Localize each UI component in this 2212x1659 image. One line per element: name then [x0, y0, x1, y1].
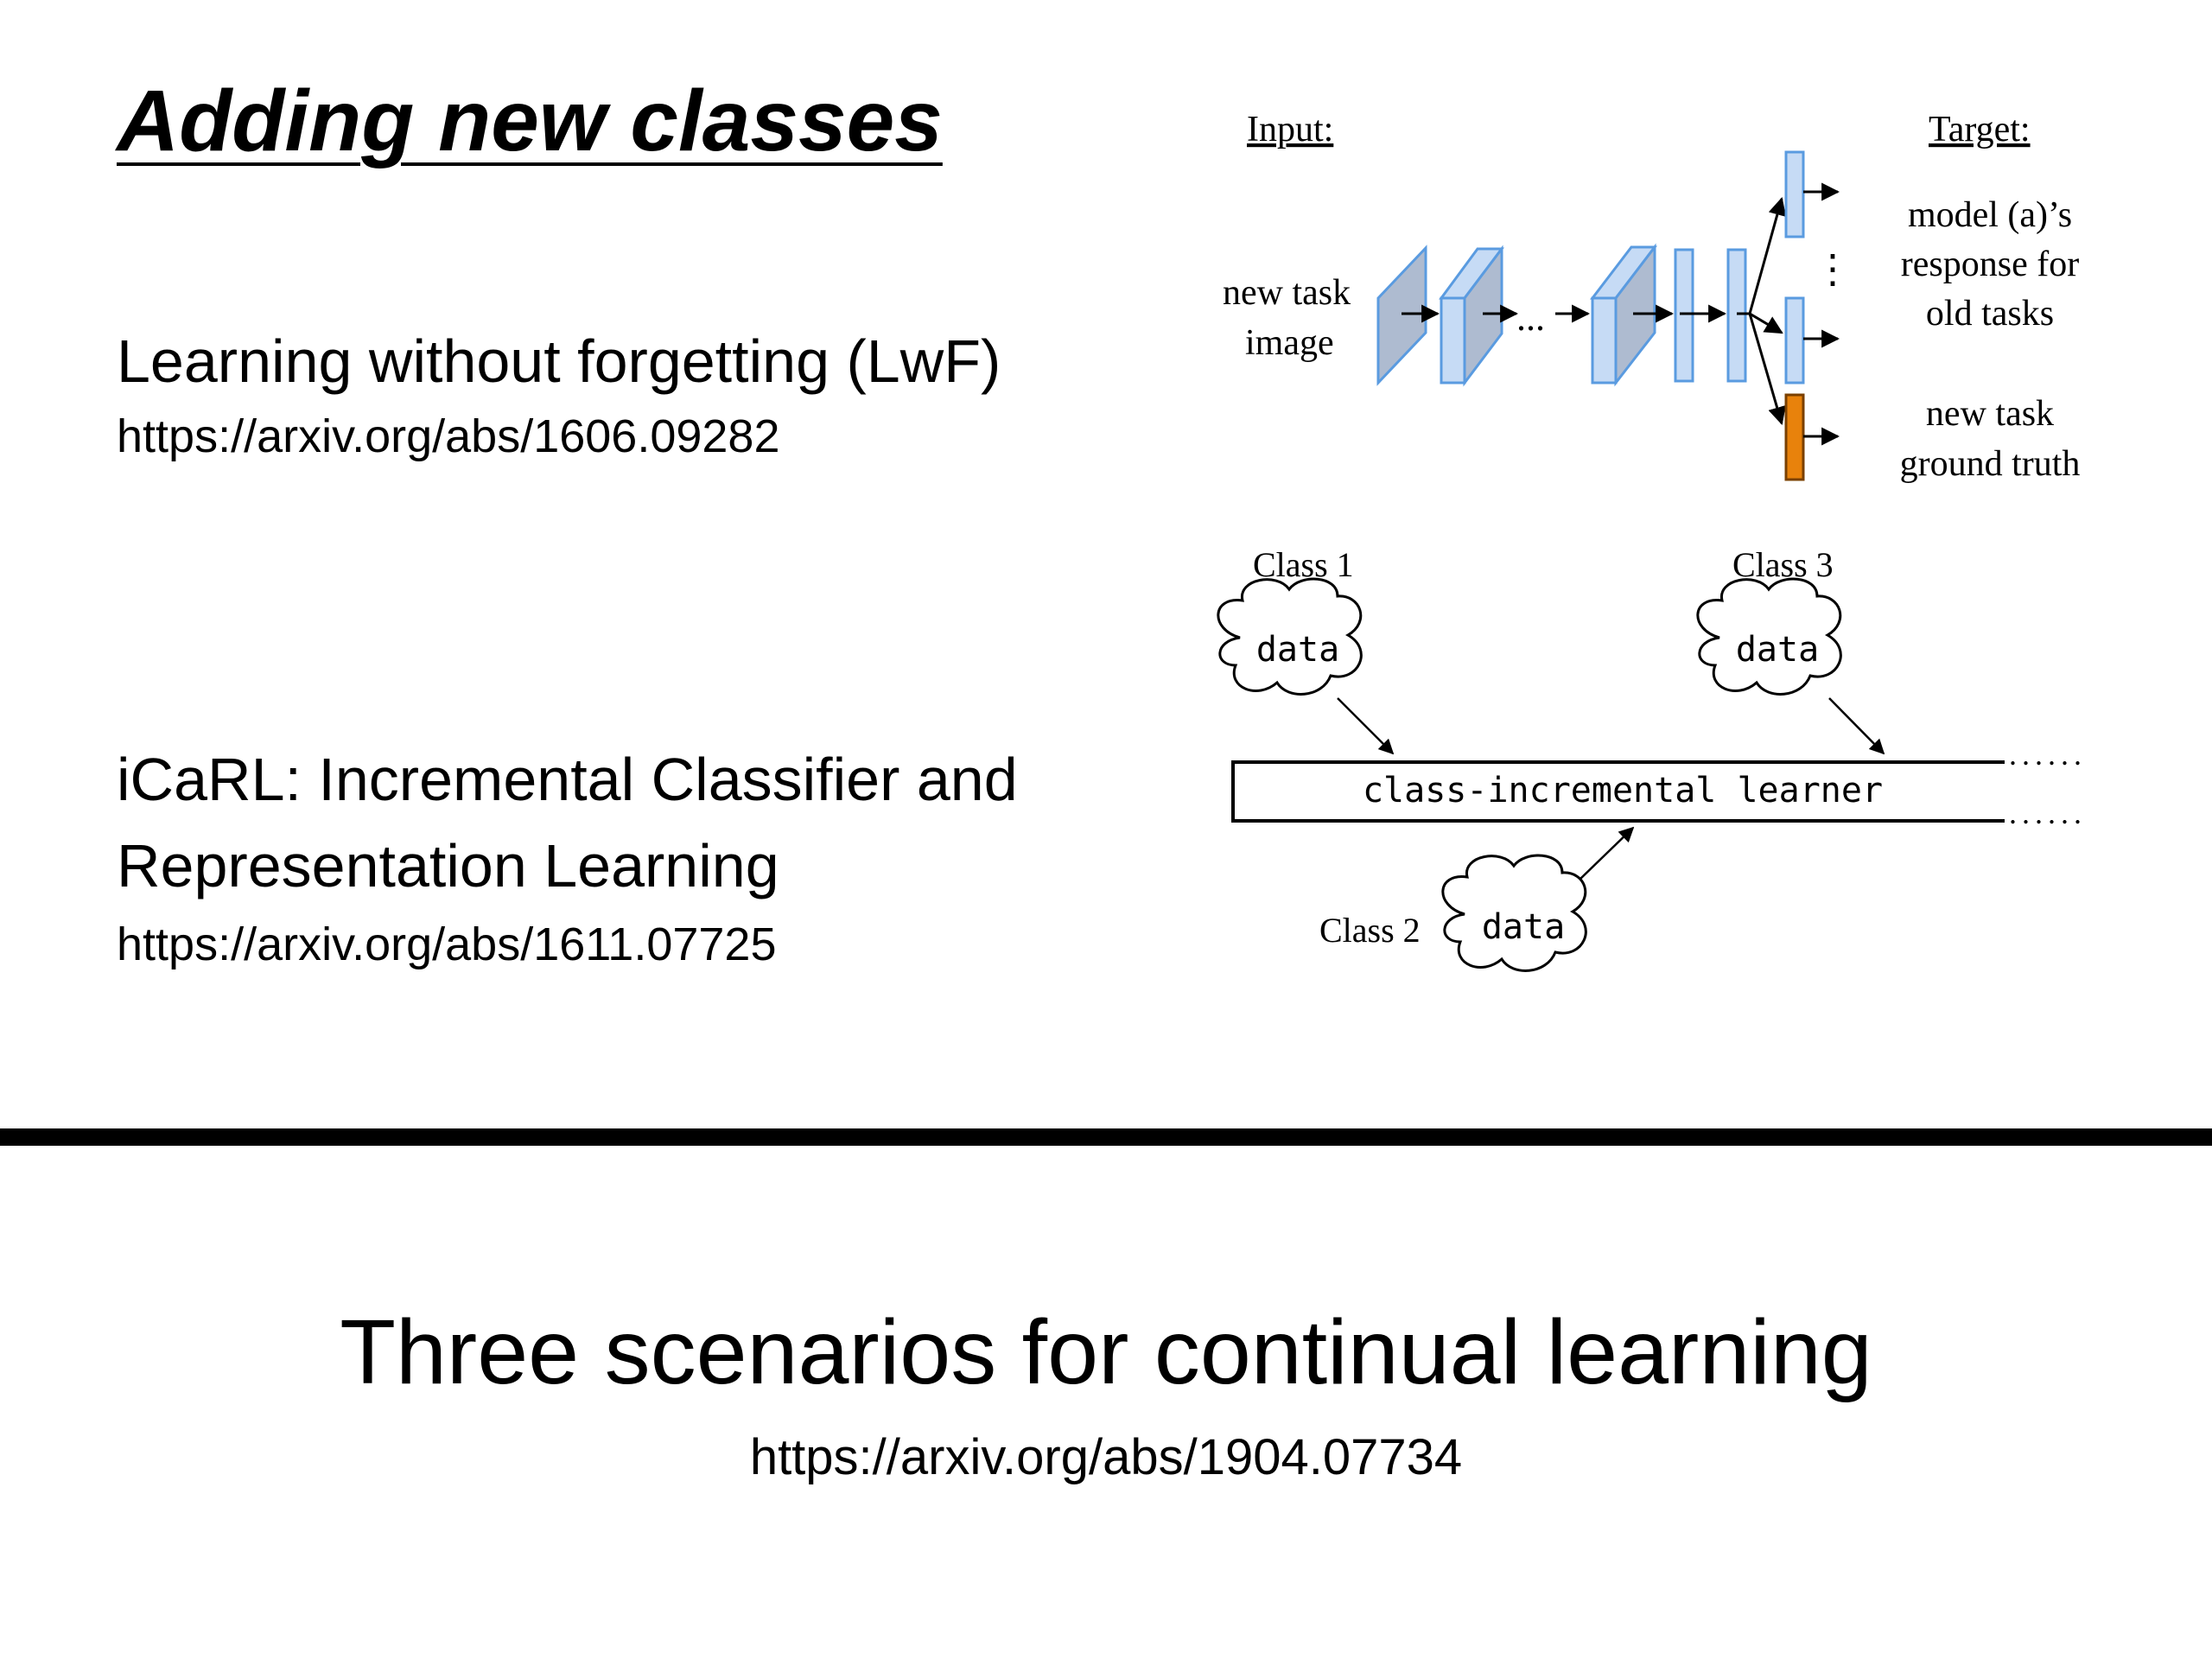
new-task-output: [1784, 393, 1805, 481]
arrow-to-old-head-1: [1748, 196, 1787, 315]
fc-layer-1: [1674, 248, 1694, 383]
icarl-title: iCaRL: Incremental Classifier and Repres…: [117, 736, 1018, 909]
learner-label: class-incremental learner: [1363, 771, 1883, 810]
class2-label: Class 2: [1319, 911, 1421, 950]
old-target-line2: response for: [1901, 245, 2079, 284]
new-target-line1: new task: [1926, 394, 2054, 434]
arrow-to-old-head-2: [1749, 312, 1783, 334]
dots-top: ......: [2009, 737, 2087, 772]
old-target-line1: model (a)’s: [1908, 195, 2072, 235]
lwf-diagram: Input: Target: new task image ... ⋮ mode…: [1223, 110, 2081, 484]
icarl-title-line2: Representation Learning: [117, 832, 779, 899]
cloud-text-class1: data: [1256, 630, 1339, 670]
icarl-title-line1: iCaRL: Incremental Classifier and: [117, 746, 1018, 813]
target-label: Target:: [1929, 110, 2031, 149]
icarl-url[interactable]: https://arxiv.org/abs/1611.07725: [117, 918, 777, 970]
arrow-class1-learner: [1337, 697, 1395, 755]
input-text-line1: new task: [1223, 273, 1351, 313]
fc-layer-2: [1726, 248, 1747, 383]
conv-block-1: [1376, 245, 1427, 386]
cloud-text-class3: data: [1736, 630, 1819, 670]
icarl-diagram: Class 1 Class 3 data data class-incremen…: [1217, 545, 2087, 972]
old-task-output-2: [1784, 296, 1805, 385]
data-cloud-class1: data: [1217, 577, 1363, 696]
arrow-class2-learner: [1579, 826, 1635, 880]
new-target-line2: ground truth: [1900, 444, 2081, 484]
lwf-url[interactable]: https://arxiv.org/abs/1606.09282: [117, 410, 780, 462]
class3-label: Class 3: [1732, 545, 1834, 584]
input-label: Input:: [1247, 110, 1333, 149]
old-task-output-1: [1784, 150, 1805, 238]
arrow-class3-learner: [1828, 697, 1885, 755]
class1-label: Class 1: [1253, 545, 1354, 584]
data-cloud-class2: data: [1441, 854, 1587, 972]
dots-bottom: ......: [2009, 796, 2087, 830]
slide-title: Adding new classes: [117, 73, 943, 169]
old-target-line3: old tasks: [1926, 294, 2054, 334]
section-divider: [0, 1128, 2212, 1146]
cloud-text-class2: data: [1482, 907, 1565, 947]
conv-block-2: [1439, 245, 1505, 387]
data-cloud-class3: data: [1696, 577, 1842, 696]
scenarios-title: Three scenarios for continual learning: [340, 1301, 1872, 1403]
arrow-to-new-head: [1748, 313, 1786, 426]
lwf-title: Learning without forgetting (LwF): [117, 327, 1001, 395]
input-text-line2: image: [1245, 323, 1334, 363]
learner-box: [1231, 760, 2005, 823]
scenarios-url[interactable]: https://arxiv.org/abs/1904.07734: [749, 1429, 1463, 1485]
ellipsis: ...: [1516, 296, 1545, 339]
vertical-ellipsis: ⋮: [1813, 247, 1853, 291]
